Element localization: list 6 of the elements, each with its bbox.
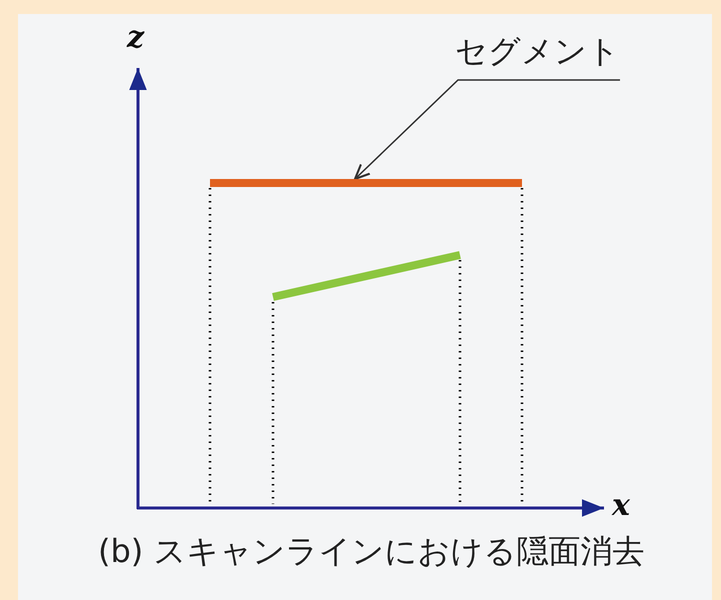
caption: (b) スキャンラインにおける隠面消去: [98, 531, 644, 572]
segment-bar: [210, 179, 522, 187]
leader-line: [354, 79, 620, 180]
axis-label: x: [612, 488, 630, 523]
axis-label: z: [127, 20, 144, 55]
callout-label: セグメント: [455, 30, 620, 74]
